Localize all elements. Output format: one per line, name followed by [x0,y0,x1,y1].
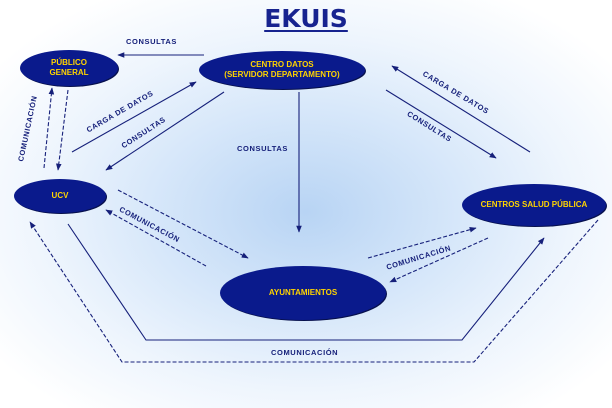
label-consultas-top: CONSULTAS [126,37,177,46]
arrow-ucv-to-salud-inner [67,223,545,341]
arrow-salud-to-centro [391,65,531,153]
arrow-ucv-to-ayuntamientos [117,189,249,259]
arrow-publico-to-ucv [56,89,69,171]
arrow-ayuntamientos-to-ucv [105,209,207,267]
arrow-ucv-to-centro [71,81,197,153]
node-publico-general: PÚBLICO GENERAL [20,50,118,86]
node-ayuntamientos: AYUNTAMIENTOS [220,266,386,320]
arrow-ucv-to-publico [43,87,55,169]
node-centro-datos: CENTRO DATOS (SERVIDOR DEPARTAMENTO) [199,51,365,89]
arrow-centro-to-ucv [105,91,225,171]
label-consultas-center: CONSULTAS [237,144,288,153]
diagram-title: EKUIS [264,4,348,33]
arrow-salud-to-ucv-outer [29,219,599,363]
arrow-ayuntamientos-to-salud [367,226,477,259]
node-ucv: UCV [14,179,106,213]
label-comunicacion-bottom: COMUNICACIÓN [271,348,339,357]
node-centros-salud-publica: CENTROS SALUD PÚBLICA [462,184,606,226]
arrow-centro-to-salud [385,89,497,159]
